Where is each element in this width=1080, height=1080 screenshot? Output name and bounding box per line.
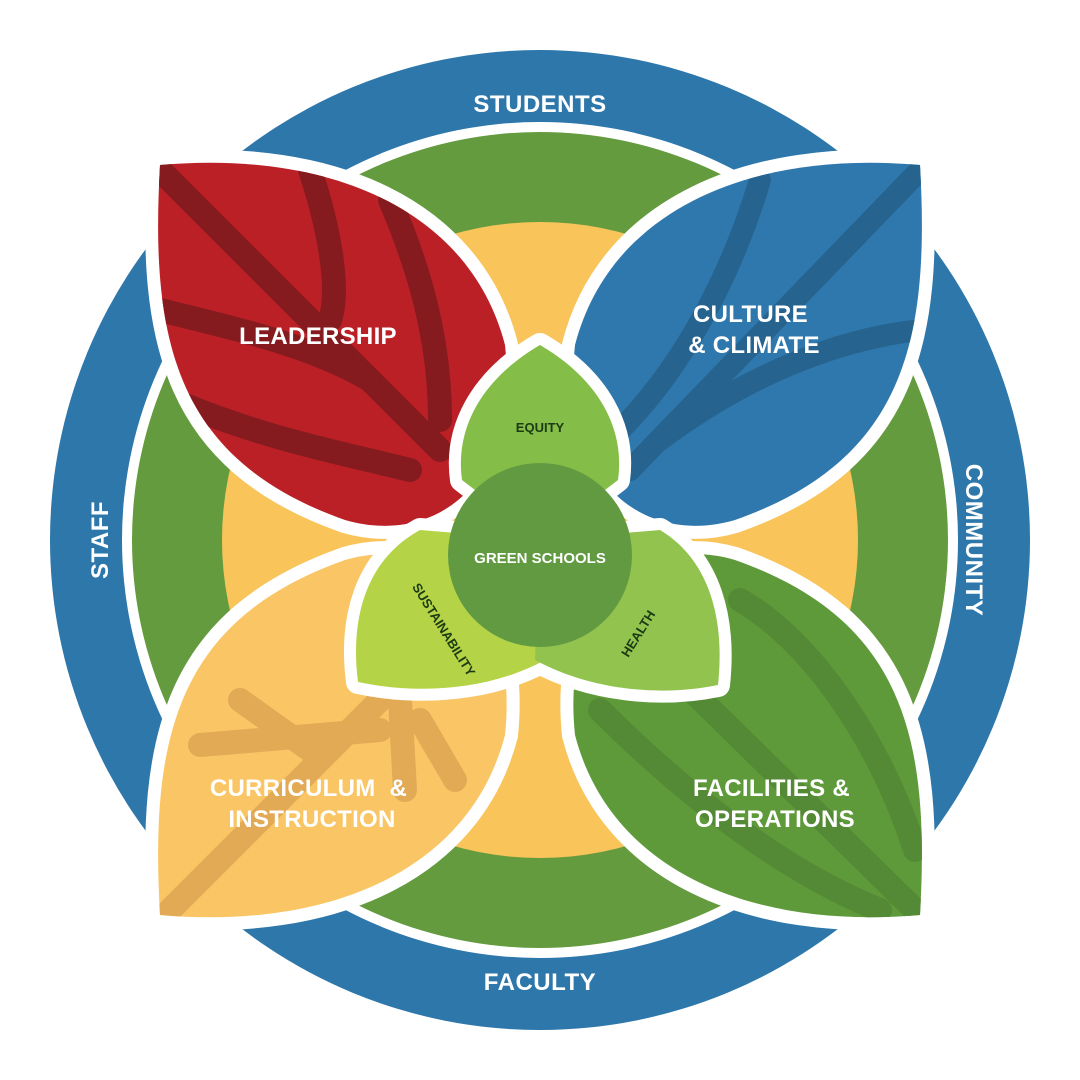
ring-label-staff: STAFF [87,501,114,579]
petal-label-equity: EQUITY [516,420,565,435]
ring-label-faculty: FACULTY [484,969,596,996]
leaf-veins-culture-climate [609,162,922,481]
center-circle [448,463,632,647]
leaf-label-culture-climate: CULTURE & CLIMATE [688,301,820,359]
center-label-green-schools: GREEN SCHOOLS [474,550,606,567]
leaf-leadership [158,162,507,526]
leaf-veins-curriculum-instruction [158,668,467,918]
ring-label-students: STUDENTS [473,91,606,118]
leaf-label-leadership: LEADERSHIP [239,323,397,350]
leaf-culture-climate [573,162,922,526]
ring-label-community: COMMUNITY [960,464,987,616]
leaf-label-facilities-operations: FACILITIES & OPERATIONS [693,775,857,833]
leaf-veins-leadership [158,162,452,482]
leaf-label-curriculum-instruction: CURRICULUM & INSTRUCTION [210,775,414,833]
